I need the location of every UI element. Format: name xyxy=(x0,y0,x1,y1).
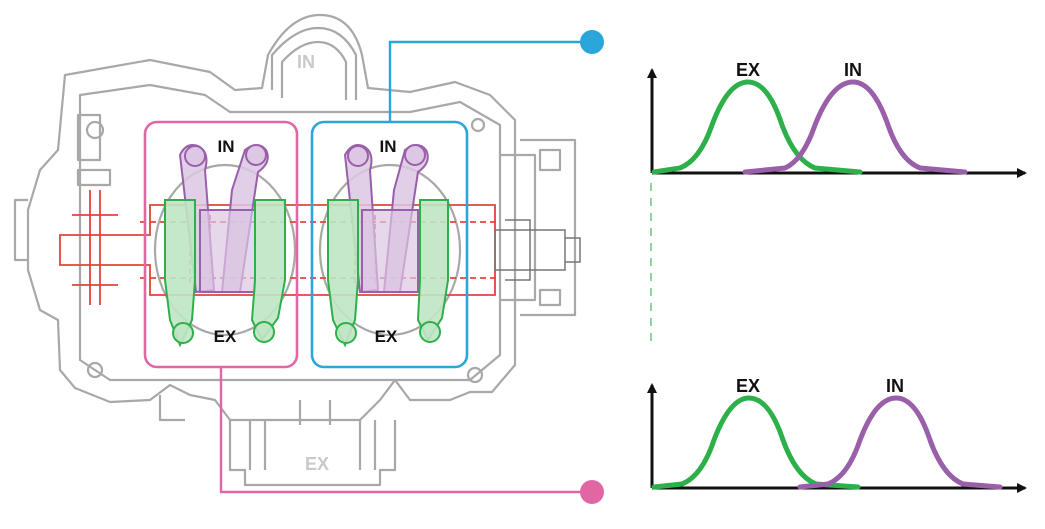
bottom-graph-in-label: IN xyxy=(886,376,904,396)
left-cylinder-marker-dot xyxy=(580,480,604,504)
left-cylinder-in-label: IN xyxy=(218,137,235,156)
top-graph-ex-label: EX xyxy=(736,60,760,80)
bottom-graph-exhaust-curve xyxy=(651,395,861,490)
head-exhaust-label: EX xyxy=(305,454,329,474)
right-cylinder-marker-dot xyxy=(580,30,604,54)
left-exhaust-rockers xyxy=(164,199,286,348)
top-graph-exhaust-curve xyxy=(651,79,863,175)
head-intake-label: IN xyxy=(297,52,315,72)
right-cylinder-in-label: IN xyxy=(380,137,397,156)
top-valve-timing-graph: EX IN xyxy=(647,60,1027,178)
right-cylinder-ex-label: EX xyxy=(375,327,398,346)
left-cylinder-leader xyxy=(219,367,592,494)
left-cylinder-ex-label: EX xyxy=(214,327,237,346)
camshaft-end-right xyxy=(494,219,581,281)
right-exhaust-rockers xyxy=(327,199,449,348)
right-intake-rockers xyxy=(343,144,429,294)
bottom-valve-timing-graph: EX IN xyxy=(647,376,1027,493)
top-graph-intake-curve xyxy=(742,79,968,175)
bottom-graph-intake-curve xyxy=(797,395,1003,490)
engine-housing xyxy=(13,13,577,487)
top-graph-in-label: IN xyxy=(844,60,862,80)
left-intake-rockers xyxy=(178,144,269,294)
bottom-graph-ex-label: EX xyxy=(736,376,760,396)
right-cylinder-leader xyxy=(388,40,592,122)
